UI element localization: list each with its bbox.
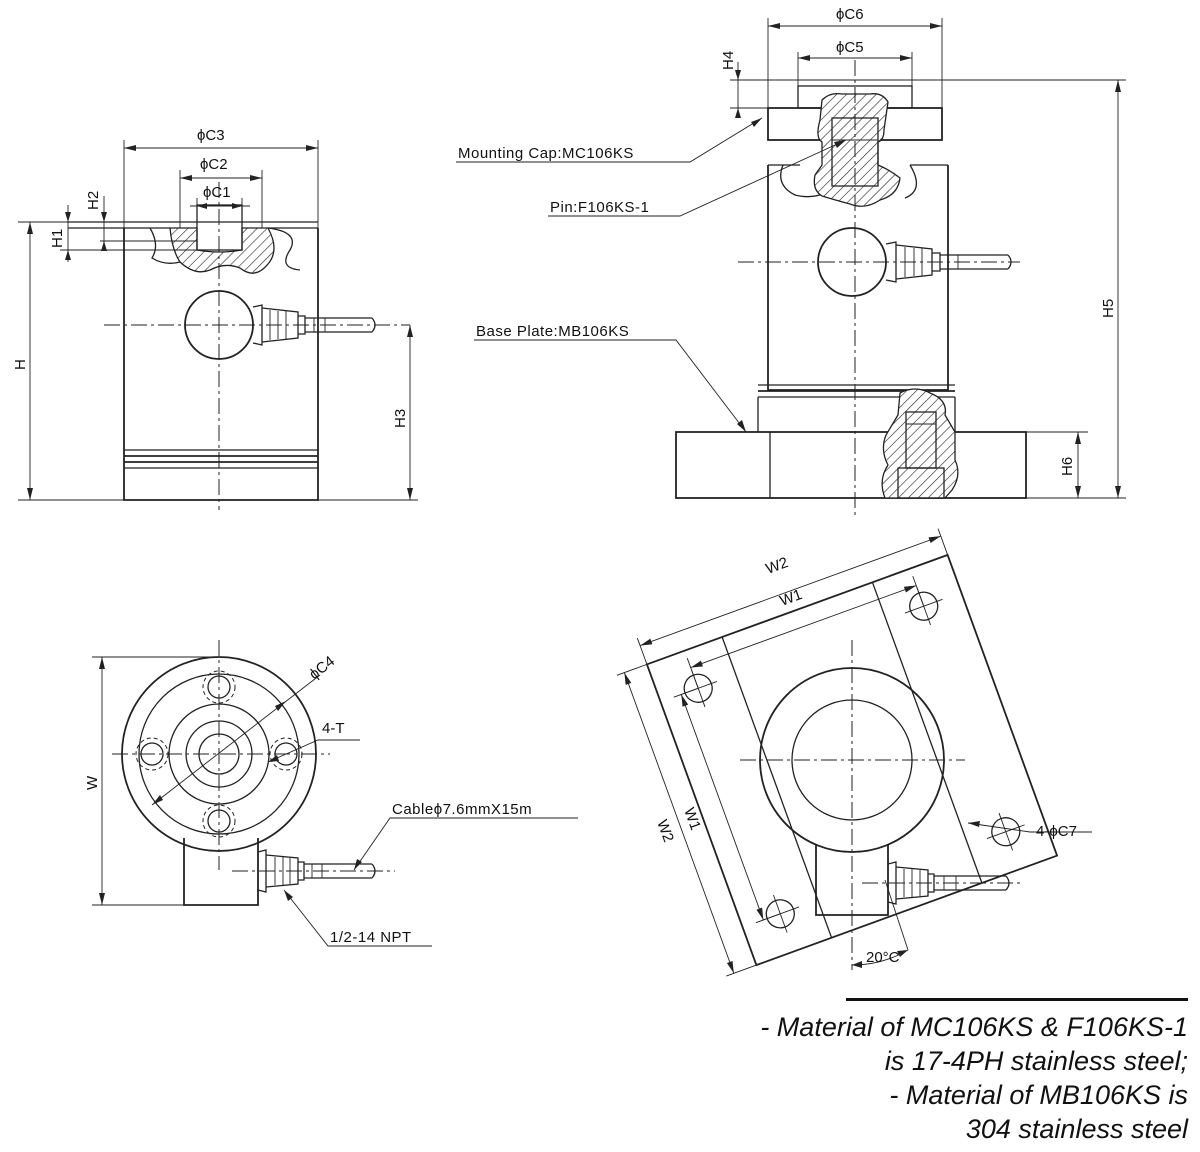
top-view-load-cell — [92, 640, 578, 947]
dim-4t-label: 4-T — [322, 720, 345, 737]
dim-c4-label: ϕC4 — [306, 653, 338, 683]
callout-base-plate: Base Plate:MB106KS — [476, 323, 629, 340]
dim-h6-label: H6 — [1059, 457, 1076, 476]
side-view-load-cell — [18, 140, 418, 510]
dim-h3-label: H3 — [392, 409, 409, 428]
base-plate-top-view — [616, 528, 1092, 977]
dim-h5-label: H5 — [1100, 299, 1117, 318]
dim-w2-left-label: W2 — [653, 818, 677, 845]
dim-h4-label: H4 — [720, 51, 737, 70]
dim-w2-top-label: W2 — [764, 554, 791, 578]
dim-4c7-label: 4-ϕC7 — [1036, 823, 1077, 840]
callout-pin: Pin:F106KS-1 — [550, 199, 649, 216]
dim-w1-left-label: W1 — [680, 806, 704, 833]
callout-cable: Cableϕ7.6mmX15m — [392, 801, 532, 818]
dim-h-label: H — [12, 359, 29, 370]
note-line-1: - Material of MC106KS & F106KS-1 — [760, 1012, 1188, 1042]
note-line-3: - Material of MB106KS is — [889, 1080, 1188, 1110]
material-notes: - Material of MC106KS & F106KS-1 is 17-4… — [640, 1010, 1188, 1146]
dim-c2-label: ϕC2 — [200, 156, 228, 173]
notes-divider — [846, 998, 1188, 1001]
dim-angle-label: 20°C — [866, 949, 900, 966]
dim-w1-top-label: W1 — [778, 586, 805, 610]
note-line-2: is 17-4PH stainless steel; — [884, 1046, 1188, 1076]
note-line-4: 304 stainless steel — [965, 1114, 1188, 1144]
callout-npt: 1/2-14 NPT — [330, 929, 412, 946]
dim-h2-label: H2 — [85, 191, 102, 210]
dim-w-label: W — [84, 775, 101, 790]
callout-mounting-cap: Mounting Cap:MC106KS — [458, 145, 634, 162]
dim-h1-label: H1 — [49, 229, 66, 248]
dim-c1-label: ϕC1 — [203, 184, 231, 201]
dim-c3-label: ϕC3 — [197, 127, 225, 144]
dim-c5-label: ϕC5 — [836, 39, 864, 56]
assembly-view — [456, 18, 1126, 518]
dim-c6-label: ϕC6 — [836, 6, 864, 23]
